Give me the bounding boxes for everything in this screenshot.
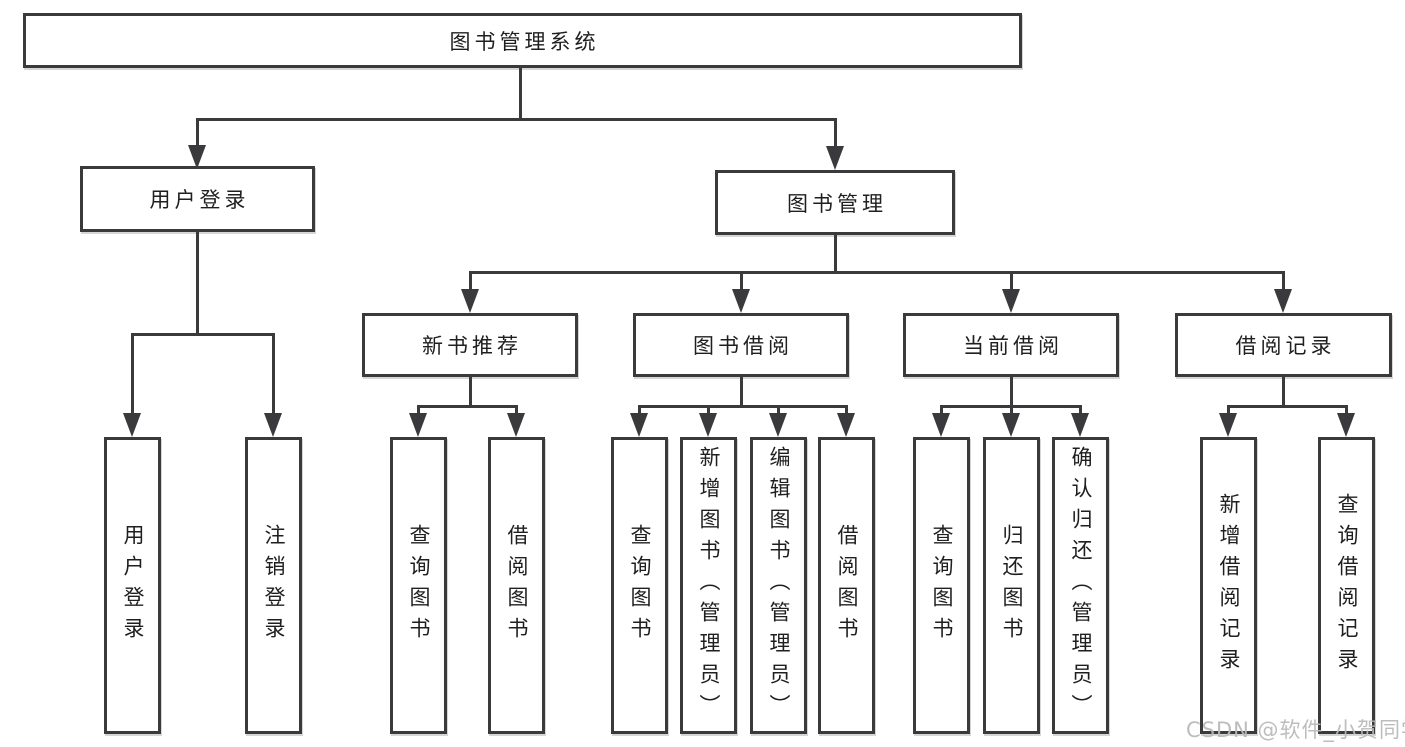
node-new-book-recommend: 新书推荐 bbox=[362, 313, 578, 377]
leaf-borrow-books-recommend: 借阅图书 bbox=[488, 437, 545, 734]
arrow-down-icon bbox=[123, 413, 141, 437]
leaf-query-books-current: 查询图书 bbox=[913, 437, 970, 734]
connector-vertical bbox=[834, 235, 837, 274]
arrow-down-icon bbox=[1274, 289, 1292, 313]
arrow-down-icon bbox=[932, 413, 950, 437]
arrow-down-icon bbox=[837, 413, 855, 437]
arrow-down-icon bbox=[461, 289, 479, 313]
leaf-label: 查询借阅记录 bbox=[1335, 492, 1359, 679]
connector-vertical bbox=[196, 232, 199, 336]
connector-vertical bbox=[834, 118, 837, 150]
node-current-borrow: 当前借阅 bbox=[903, 313, 1119, 377]
connector-horizontal bbox=[417, 405, 518, 408]
node-user-login: 用户登录 bbox=[80, 166, 315, 232]
leaf-label: 借阅图书 bbox=[505, 523, 529, 648]
connector-vertical bbox=[469, 271, 472, 293]
leaf-logout: 注销登录 bbox=[245, 437, 302, 734]
connector-vertical bbox=[740, 377, 743, 408]
connector-horizontal bbox=[1227, 405, 1348, 408]
leaf-label: 查询图书 bbox=[930, 523, 954, 648]
leaf-query-books-recommend: 查询图书 bbox=[390, 437, 447, 734]
leaf-return-book: 归还图书 bbox=[983, 437, 1040, 734]
node-borrow-records: 借阅记录 bbox=[1175, 313, 1392, 377]
leaf-label: 确认归还（管理员） bbox=[1069, 446, 1093, 725]
connector-vertical bbox=[131, 333, 134, 417]
leaf-borrow-books: 借阅图书 bbox=[818, 437, 875, 734]
leaf-add-borrow-record: 新增借阅记录 bbox=[1200, 437, 1257, 734]
csdn-watermark: CSDN @软件_小贺同学 bbox=[1186, 718, 1405, 742]
leaf-query-books-borrow: 查询图书 bbox=[611, 437, 668, 734]
connector-vertical bbox=[1010, 377, 1013, 408]
arrow-down-icon bbox=[1071, 413, 1089, 437]
arrow-down-icon bbox=[1219, 413, 1237, 437]
arrow-down-icon bbox=[1002, 289, 1020, 313]
arrow-down-icon bbox=[699, 413, 717, 437]
connector-vertical bbox=[1282, 377, 1285, 408]
leaf-query-borrow-record: 查询借阅记录 bbox=[1318, 437, 1375, 734]
leaf-user-login: 用户登录 bbox=[104, 437, 161, 734]
arrow-down-icon bbox=[1002, 413, 1020, 437]
leaf-label: 查询图书 bbox=[407, 523, 431, 648]
leaf-label: 用户登录 bbox=[121, 523, 145, 648]
arrow-down-icon bbox=[769, 413, 787, 437]
leaf-label: 新增借阅记录 bbox=[1217, 492, 1241, 679]
leaf-confirm-return-admin: 确认归还（管理员） bbox=[1052, 437, 1109, 734]
arrow-down-icon bbox=[732, 289, 750, 313]
arrow-down-icon bbox=[630, 413, 648, 437]
arrow-down-icon bbox=[826, 146, 844, 170]
connector-horizontal bbox=[196, 118, 837, 121]
connector-horizontal bbox=[638, 405, 848, 408]
arrow-down-icon bbox=[188, 145, 206, 169]
connector-horizontal bbox=[131, 333, 275, 336]
leaf-label: 新增图书（管理员） bbox=[697, 446, 721, 725]
leaf-label: 查询图书 bbox=[628, 523, 652, 648]
connector-vertical bbox=[1010, 271, 1013, 293]
node-root: 图书管理系统 bbox=[23, 13, 1022, 68]
leaf-label: 归还图书 bbox=[1000, 523, 1024, 648]
leaf-label: 注销登录 bbox=[262, 523, 286, 648]
leaf-edit-book-admin: 编辑图书（管理员） bbox=[750, 437, 807, 734]
arrow-down-icon bbox=[264, 413, 282, 437]
leaf-label: 借阅图书 bbox=[835, 523, 859, 648]
connector-vertical bbox=[469, 377, 472, 408]
arrow-down-icon bbox=[409, 413, 427, 437]
arrow-down-icon bbox=[1337, 413, 1355, 437]
node-book-borrow: 图书借阅 bbox=[633, 313, 849, 377]
leaf-label: 编辑图书（管理员） bbox=[767, 446, 791, 725]
leaf-add-book-admin: 新增图书（管理员） bbox=[680, 437, 737, 734]
connector-vertical bbox=[1282, 271, 1285, 293]
connector-vertical bbox=[740, 271, 743, 293]
node-book-management: 图书管理 bbox=[715, 170, 955, 235]
arrow-down-icon bbox=[507, 413, 525, 437]
connector-vertical bbox=[196, 118, 199, 150]
connector-vertical bbox=[519, 68, 522, 121]
connector-horizontal bbox=[469, 271, 1285, 274]
connector-vertical bbox=[272, 333, 275, 417]
